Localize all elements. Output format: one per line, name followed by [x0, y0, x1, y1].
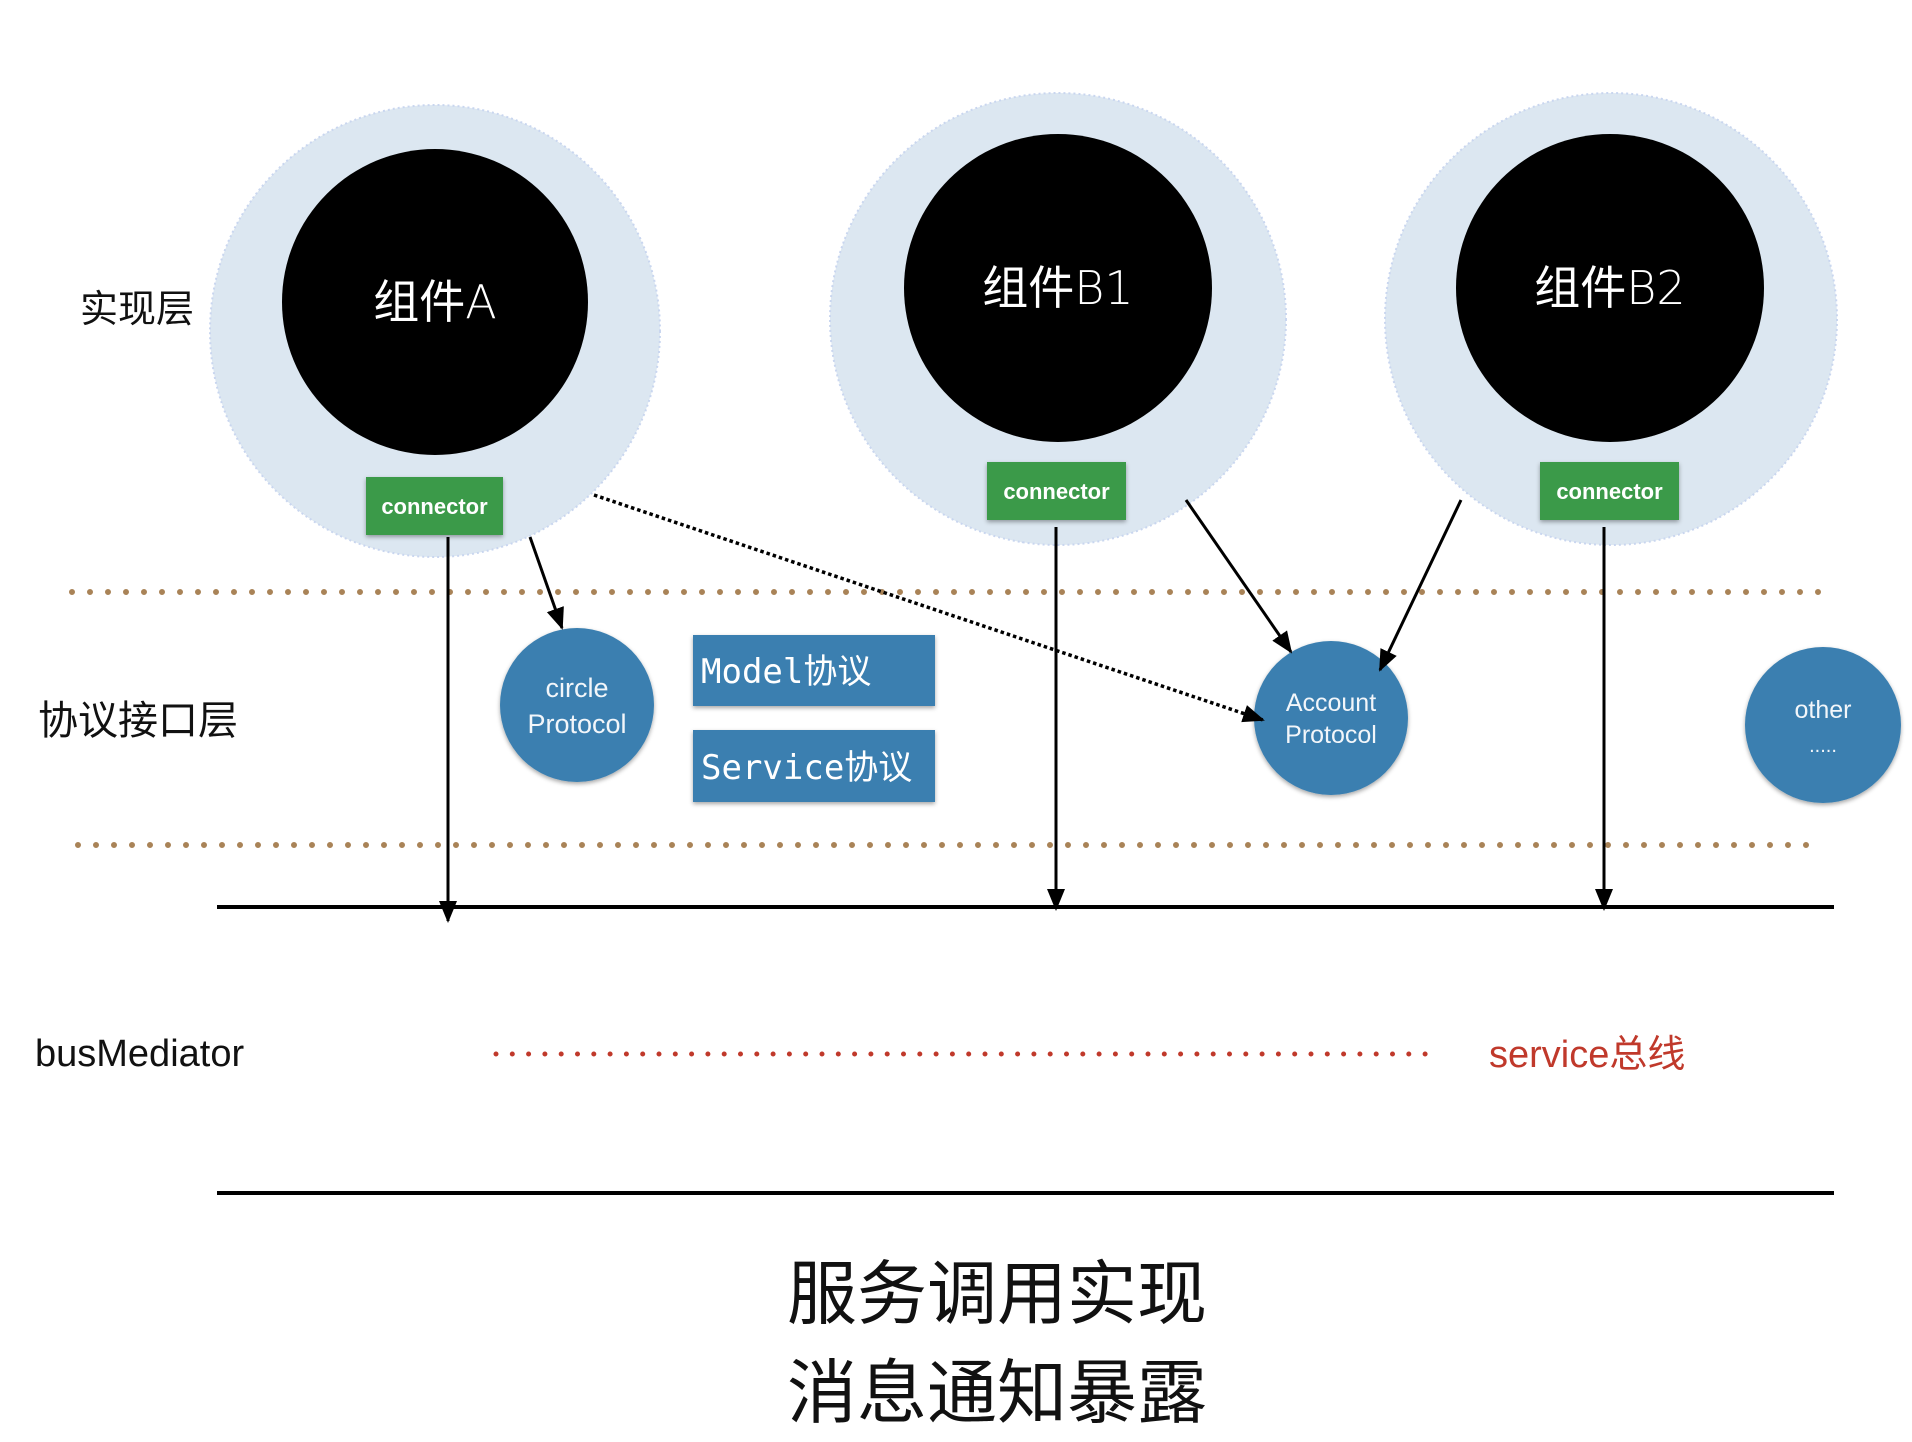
component-b2-core[interactable] [1456, 134, 1764, 442]
component-b2[interactable]: 组件B2 connector [1384, 92, 1838, 546]
layer-label-implementation: 实现层 [80, 287, 194, 331]
account-protocol-label-line2: Protocol [1285, 721, 1377, 749]
component-b1[interactable]: 组件B1 connector [829, 92, 1287, 546]
arrow-b2-to-account-protocol [1378, 499, 1463, 672]
other-protocol-label-line1: other [1795, 696, 1852, 724]
layer-label-protocol-interface: 协议接口层 [38, 698, 238, 744]
title-line-1: 服务调用实现 [787, 1253, 1207, 1335]
component-b1-connector-label: connector [1003, 479, 1110, 504]
circle-protocol-node[interactable] [500, 628, 654, 782]
component-b1-label: 组件B1 [982, 261, 1133, 315]
service-protocol-rect[interactable] [693, 730, 935, 802]
circle-protocol[interactable]: circle Protocol [500, 628, 654, 782]
arrow-a-to-circle-protocol [528, 536, 564, 630]
circle-protocol-label-line2: Protocol [527, 709, 626, 739]
account-protocol-node[interactable] [1254, 641, 1408, 795]
dotted-arrow-a-to-account-protocol [593, 493, 1265, 723]
component-b1-core[interactable] [904, 134, 1212, 442]
service-protocol-label: Service协议 [701, 748, 912, 788]
component-b1-connector[interactable] [987, 462, 1126, 520]
component-b2-connector-label: connector [1556, 479, 1663, 504]
layer-label-bus-mediator: busMediator [35, 1033, 244, 1075]
model-protocol-label: Model协议 [701, 652, 871, 692]
arrow-b1-to-account-protocol [1184, 499, 1293, 654]
component-a-label: 组件A [373, 275, 496, 329]
other-protocol[interactable]: other ..... [1745, 647, 1901, 803]
title-line-2: 消息通知暴露 [787, 1352, 1207, 1434]
component-a-core[interactable] [282, 149, 588, 455]
model-protocol-rect[interactable] [693, 635, 935, 706]
circle-protocol-label-line1: circle [545, 673, 608, 703]
component-a-connector[interactable] [366, 477, 503, 535]
model-protocol-box[interactable]: Model协议 [693, 635, 935, 706]
account-protocol[interactable]: Account Protocol [1254, 641, 1408, 795]
other-protocol-label-line2: ..... [1809, 735, 1837, 757]
component-a-connector-label: connector [381, 494, 488, 519]
component-b2-connector[interactable] [1540, 462, 1679, 520]
component-b2-label: 组件B2 [1534, 261, 1685, 315]
other-protocol-node[interactable] [1745, 647, 1901, 803]
service-protocol-box[interactable]: Service协议 [693, 730, 935, 802]
account-protocol-label-line1: Account [1286, 689, 1376, 717]
component-a[interactable]: 组件A connector [209, 104, 661, 558]
service-bus-label: service总线 [1489, 1034, 1685, 1076]
